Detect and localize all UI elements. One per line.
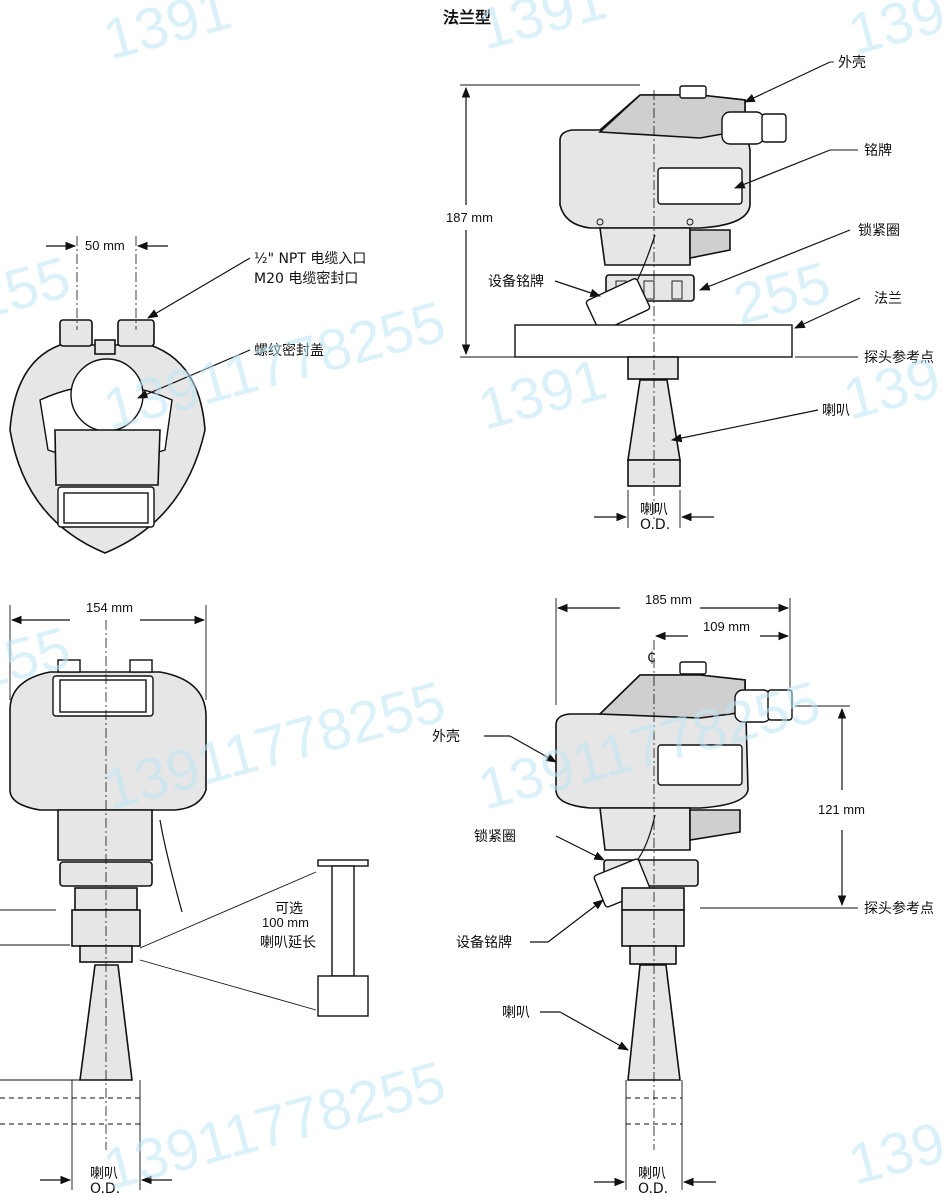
dim-154: 154 mm: [86, 600, 133, 615]
horn-od-label-1: 喇叭: [640, 502, 668, 518]
horn-od-label-2: O.D.: [640, 517, 670, 533]
br-label-horn: 喇叭: [502, 1005, 530, 1021]
top-view: 50 mm ½" NPT 电缆入口 M20 电缆密封口 螺纹密封盖: [9, 236, 366, 554]
br-label-lock-ring: 锁紧圈: [474, 829, 516, 845]
watermark-text: 139: [842, 0, 949, 68]
centerline-symbol: ₵: [647, 650, 656, 666]
option-line-2: 100 mm: [262, 915, 309, 930]
label-cap: 螺纹密封盖: [254, 342, 324, 359]
dim-185: 185 mm: [645, 592, 692, 607]
watermark-text: 255: [727, 250, 837, 338]
page-title: 法兰型: [443, 8, 491, 27]
watermark-text: 13911778255: [97, 1049, 452, 1197]
label-horn: 喇叭: [822, 403, 850, 419]
flange-side-view: 187 mm 喇叭 O.D. 外壳 铭牌 锁紧圈 设备铭牌 法兰 探头参考点 喇…: [446, 54, 934, 533]
br-horn-od-1: 喇叭: [638, 1166, 666, 1182]
label-device-tag: 设备铭牌: [488, 273, 544, 290]
label-lock-ring: 锁紧圈: [858, 223, 900, 239]
watermark-text: 13911778255: [97, 289, 452, 443]
label-nameplate: 铭牌: [864, 142, 892, 159]
option-line-3: 喇叭延长: [260, 935, 316, 951]
watermark-text: 1391: [97, 0, 238, 73]
dim-109: 109 mm: [703, 619, 750, 634]
watermark-text: 139: [837, 345, 947, 433]
br-horn-od-2: O.D.: [638, 1181, 668, 1197]
front-view: 154 mm 可选 100 mm 喇叭延长 喇叭 O.D.: [0, 600, 369, 1197]
front-horn-od-2: O.D.: [90, 1181, 120, 1197]
label-flange: 法兰: [874, 291, 902, 307]
label-probe-ref: 探头参考点: [864, 349, 934, 366]
threaded-side-view: 喇叭 O.D. 185 mm 109 mm ₵ 121 mm 探头参考点 外壳 …: [432, 592, 934, 1197]
br-label-housing: 外壳: [432, 728, 460, 745]
label-cable-seal: M20 电缆密封口: [254, 270, 358, 287]
br-label-probe-ref: 探头参考点: [864, 900, 934, 917]
dim-121: 121 mm: [818, 802, 865, 817]
option-line-1: 可选: [275, 901, 303, 917]
dim-height-187: 187 mm: [446, 210, 493, 225]
watermark-text: 1391: [472, 346, 613, 442]
label-cable-entry: ½" NPT 电缆入口: [254, 251, 366, 267]
label-housing: 外壳: [838, 54, 866, 71]
watermark-text: 139: [842, 1110, 949, 1197]
watermark-text: 1391: [472, 0, 613, 63]
dim-50: 50 mm: [85, 238, 125, 253]
br-label-device-tag: 设备铭牌: [456, 934, 512, 951]
front-horn-od-1: 喇叭: [90, 1166, 118, 1182]
